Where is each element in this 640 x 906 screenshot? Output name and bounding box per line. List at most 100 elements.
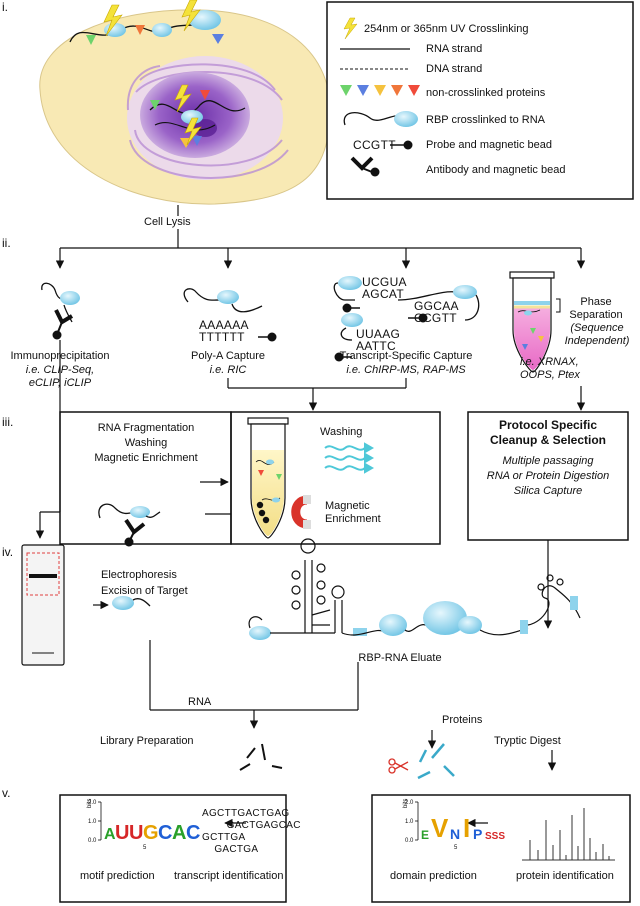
mass-spectrum-chart bbox=[522, 808, 615, 861]
polya-examples: i.e. RIC bbox=[209, 364, 247, 376]
section-label-i: i. bbox=[2, 0, 8, 14]
washing-label: Washing bbox=[320, 426, 363, 438]
section-label-ii: ii. bbox=[2, 236, 11, 250]
domain-prediction-label: domain prediction bbox=[390, 870, 477, 882]
legend-probe-seq: CCGTT bbox=[353, 138, 396, 152]
legend-box bbox=[326, 1, 634, 200]
protein-analysis-box bbox=[371, 794, 631, 903]
transcript-examples: i.e. ChIRP-MS, RAP-MS bbox=[346, 364, 466, 376]
section-label-iii: iii. bbox=[2, 415, 14, 429]
legend-antibody: Antibody and magnetic bead bbox=[426, 164, 566, 176]
fragment-illustration bbox=[98, 503, 161, 547]
phase-subtitle: (Sequence Independent) bbox=[564, 322, 630, 347]
electrophoresis-label: Electrophoresis Excision of Target bbox=[101, 569, 188, 597]
motif-tick-1: 1.0 bbox=[88, 819, 97, 825]
rna-label: RNA bbox=[188, 696, 212, 709]
domain-tick-0: 0.0 bbox=[405, 838, 414, 844]
domain-tick-1: 1.0 bbox=[405, 819, 414, 825]
transcript-illustration bbox=[333, 276, 480, 362]
transcript-seq1-top: UCGUA bbox=[362, 275, 407, 289]
svg-text:A: A bbox=[172, 822, 186, 844]
svg-text:E: E bbox=[421, 828, 429, 842]
rbp-rna-eluate-illustration bbox=[248, 538, 581, 640]
proteins-label: Proteins bbox=[442, 714, 483, 726]
protein-triangles-icon bbox=[340, 85, 420, 96]
lysis-connectors bbox=[55, 205, 586, 269]
svg-text:SSS: SSS bbox=[485, 831, 505, 842]
legend-proteins: non-crosslinked proteins bbox=[426, 87, 546, 99]
svg-text:N: N bbox=[450, 826, 460, 842]
probe-bead-icon bbox=[390, 140, 413, 150]
legend-dna-strand: DNA strand bbox=[426, 63, 483, 75]
library-prep-label: Library Preparation bbox=[100, 735, 194, 747]
svg-text:C: C bbox=[186, 822, 200, 844]
transcript-seq2-bottom: CCGTT bbox=[414, 311, 457, 325]
transcript-seq1-bottom: AGCAT bbox=[362, 287, 404, 301]
protein-identification-label: protein identification bbox=[516, 870, 614, 882]
magnetic-label: Magnetic Enrichment bbox=[325, 500, 381, 525]
transcript-reads: AGCTTGACTGAG GACTGAGCAC GCTTGA GACTGA bbox=[202, 808, 301, 855]
polya-title: Poly-A Capture bbox=[191, 350, 265, 362]
polya-seq-top: AAAAAA bbox=[199, 318, 249, 332]
protocol-items: Multiple passaging RNA or Protein Digest… bbox=[486, 455, 610, 497]
svg-text:C: C bbox=[158, 822, 172, 844]
transcript-identification-label: transcript identification bbox=[174, 870, 284, 882]
step4-connectors bbox=[93, 600, 557, 771]
phase-tube-illustration bbox=[509, 271, 561, 373]
transcript-seq3-top: UUAAG bbox=[356, 327, 401, 341]
legend-rbp: RBP crosslinked to RNA bbox=[426, 114, 546, 126]
polya-illustration bbox=[183, 288, 277, 342]
cell-illustration bbox=[39, 0, 331, 205]
legend-symbols bbox=[340, 17, 420, 177]
domain-tick-5: 5 bbox=[454, 845, 458, 851]
svg-text:P: P bbox=[473, 826, 482, 842]
phase-examples: i.e. XRNAX, OOPS, Ptex bbox=[520, 356, 580, 381]
step3-connectors bbox=[35, 340, 553, 629]
legend-probe: Probe and magnetic bead bbox=[426, 139, 552, 151]
svg-text:U: U bbox=[115, 822, 129, 844]
domain-logo: E V N I P SSS bbox=[415, 801, 505, 843]
rna-analysis-box bbox=[59, 794, 287, 903]
capture-merge-connector bbox=[227, 378, 586, 411]
transcript-seq3-bottom: AATTC bbox=[356, 339, 396, 353]
scissors-icon bbox=[388, 758, 409, 774]
washing-waves-icon bbox=[324, 442, 375, 474]
antibody-bead-icon bbox=[350, 156, 380, 177]
svg-text:V: V bbox=[431, 813, 449, 843]
eluate-label: RBP-RNA Eluate bbox=[358, 652, 442, 664]
tryptic-illustration bbox=[388, 743, 455, 780]
magnet-icon bbox=[291, 495, 311, 529]
lightning-icon bbox=[343, 17, 358, 40]
polya-seq-bottom: TTTTTT bbox=[199, 330, 245, 344]
fragmentation-label: RNA Fragmentation Washing Magnetic Enric… bbox=[94, 422, 198, 464]
motif-prediction-label: motif prediction bbox=[80, 870, 155, 882]
motif-tick-2: 2.0 bbox=[88, 800, 97, 806]
legend-uv: 254nm or 365nm UV Crosslinking bbox=[364, 23, 529, 35]
section-label-v: v. bbox=[2, 786, 11, 800]
motif-tick-5: 5 bbox=[143, 845, 147, 851]
eppendorf-tube-illustration bbox=[247, 417, 289, 539]
svg-text:A: A bbox=[104, 826, 116, 843]
motif-logo: A U U G C A C bbox=[98, 801, 200, 844]
protocol-title: Protocol Specific Cleanup & Selection bbox=[489, 418, 607, 447]
gel-illustration bbox=[21, 544, 65, 666]
svg-text:I: I bbox=[463, 813, 470, 843]
phase-title: Phase Separation bbox=[569, 296, 623, 321]
excised-rbp-rna bbox=[112, 596, 151, 610]
tryptic-label: Tryptic Digest bbox=[494, 735, 561, 747]
svg-text:G: G bbox=[143, 822, 159, 844]
legend-rna-strand: RNA strand bbox=[426, 43, 483, 55]
transcript-seq2-top: GGCAA bbox=[414, 299, 459, 313]
ip-examples: i.e. CLIP-Seq, eCLIP, iCLIP bbox=[25, 364, 95, 389]
domain-tick-2: 2.0 bbox=[405, 800, 414, 806]
ip-title: Immunoprecipitation bbox=[10, 350, 110, 362]
svg-text:U: U bbox=[129, 822, 143, 844]
section-label-iv: iv. bbox=[2, 545, 14, 559]
motif-tick-0: 0.0 bbox=[88, 838, 97, 844]
library-fragments bbox=[239, 743, 283, 771]
rbp-crosslinked-icon bbox=[343, 111, 418, 127]
cell-lysis-label: Cell Lysis bbox=[144, 216, 191, 229]
transcript-title: Transcript-Specific Capture bbox=[339, 350, 473, 362]
washing-box bbox=[230, 411, 441, 545]
